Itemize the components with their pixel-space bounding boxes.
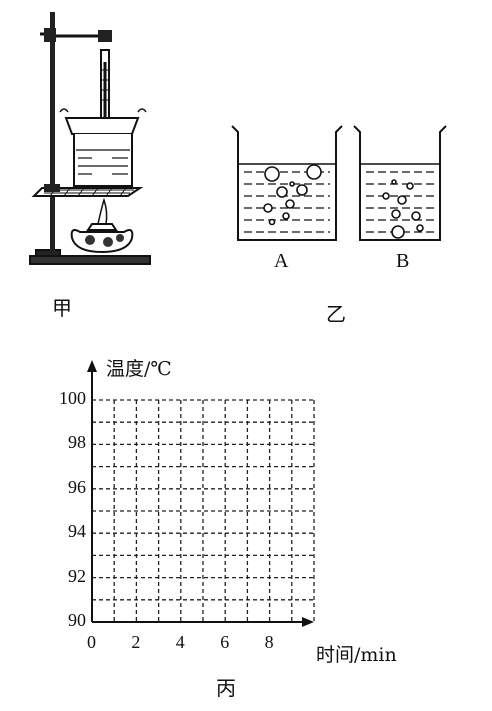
beaker-lid <box>64 117 140 135</box>
y-tick-label: 98 <box>68 432 86 453</box>
beaker-a-label: A <box>274 250 289 272</box>
y-tick-label: 92 <box>68 565 86 586</box>
y-tick-label: 96 <box>68 476 86 497</box>
x-axis-arrow <box>302 617 314 627</box>
y-axis-title: 温度/℃ <box>106 358 172 380</box>
stand-base <box>29 255 151 265</box>
y-tick-label: 94 <box>68 521 86 542</box>
alcohol-lamp <box>70 229 134 254</box>
y-tick-label: 90 <box>68 610 86 630</box>
heating-apparatus <box>29 12 151 265</box>
y-tick-label: 100 <box>59 388 86 408</box>
x-tick-label: 0 <box>87 632 96 652</box>
chart-bing <box>87 360 315 627</box>
chart-grid <box>92 399 315 622</box>
bubbles-b <box>382 179 424 239</box>
stand-rod <box>50 12 55 252</box>
beaker-a <box>231 125 343 241</box>
caption-bing: 丙 <box>216 676 236 700</box>
caption-yi: 乙 <box>326 302 346 326</box>
beaker-jia <box>73 134 133 187</box>
y-axis-arrow <box>87 360 97 372</box>
x-tick-label: 4 <box>175 632 185 652</box>
x-tick-label: 6 <box>220 632 230 652</box>
chart-axes <box>87 360 314 627</box>
water-lines-a <box>244 171 330 233</box>
x-axis-title: 时间/min <box>316 644 397 666</box>
beaker-b-label: B <box>396 250 410 272</box>
x-tick-label: 2 <box>131 632 141 652</box>
caption-jia: 甲 <box>52 296 72 320</box>
x-tick-label: 8 <box>264 632 274 652</box>
beaker-b <box>353 125 447 241</box>
bubbles-a <box>263 164 322 226</box>
